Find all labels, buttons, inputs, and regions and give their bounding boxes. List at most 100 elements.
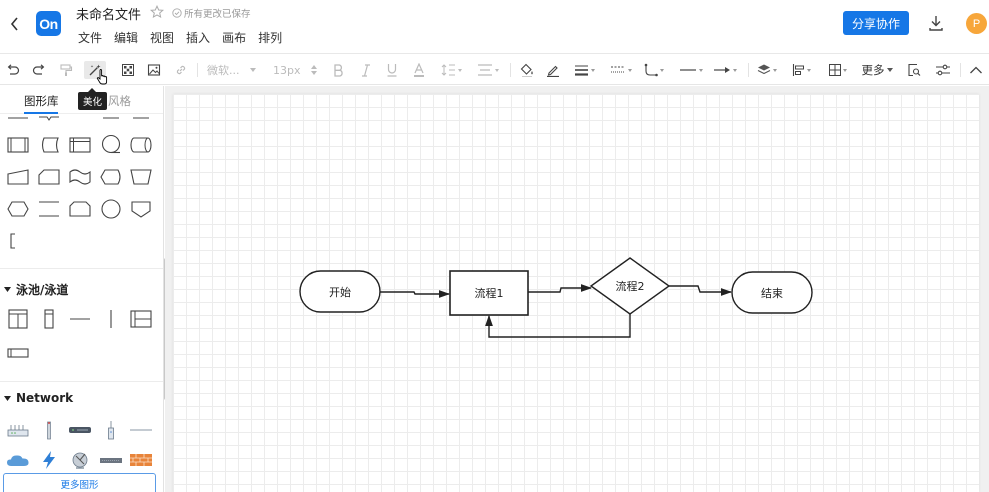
insert-image-button[interactable] (146, 61, 162, 79)
edge-p2-to-p1-loop[interactable] (485, 314, 631, 338)
menu-insert[interactable]: 插入 (186, 31, 211, 45)
shape-sequential-data[interactable] (98, 134, 124, 156)
arrange-align-button[interactable] (791, 61, 815, 79)
shape-connector[interactable] (98, 198, 124, 220)
menu-view[interactable]: 视图 (150, 31, 175, 45)
caret-down-icon (4, 287, 11, 292)
connector-type-button[interactable] (643, 61, 667, 79)
format-painter-button[interactable] (58, 61, 74, 79)
edge-p1-to-p2[interactable] (528, 284, 593, 293)
network-item[interactable] (128, 419, 154, 441)
menu-edit[interactable]: 编辑 (114, 31, 139, 45)
shape-item[interactable] (128, 114, 154, 122)
shape-punched-tape[interactable] (67, 166, 93, 188)
font-family-select[interactable]: 微软... (207, 61, 263, 79)
arrow-right-icon (714, 67, 737, 73)
line-start-button[interactable] (678, 61, 706, 79)
shape-swimlane-horizontal[interactable] (5, 342, 31, 364)
redo-button[interactable] (31, 61, 47, 79)
line-end-button[interactable] (712, 61, 740, 79)
line-height-button[interactable] (440, 61, 464, 79)
shape-item[interactable] (5, 114, 31, 122)
search-replace-button[interactable] (906, 61, 922, 79)
shape-parallel[interactable] (36, 198, 62, 220)
image-icon (147, 64, 161, 76)
network-item[interactable] (5, 449, 31, 471)
paint-bucket-icon (520, 63, 533, 77)
download-icon[interactable] (926, 13, 946, 33)
shape-swimlane-vertical[interactable] (36, 308, 62, 330)
align-button[interactable] (476, 61, 502, 79)
network-item[interactable] (36, 449, 62, 471)
underline-button[interactable] (385, 61, 399, 79)
fill-color-button[interactable] (520, 61, 534, 79)
network-item[interactable] (36, 419, 62, 441)
canvas-area[interactable]: 开始 流程1 流程2 结束 (165, 86, 989, 492)
shape-manual-input[interactable] (5, 166, 31, 188)
network-item[interactable] (98, 449, 124, 471)
layer-button[interactable] (756, 61, 780, 79)
line-style-button[interactable] (609, 61, 635, 79)
share-button[interactable]: 分享协作 (843, 11, 909, 35)
node-label: 结束 (761, 287, 783, 300)
avatar[interactable]: P (966, 13, 987, 34)
shape-predefined-process[interactable] (5, 134, 31, 156)
network-item[interactable] (5, 419, 31, 441)
section-header-network[interactable]: Network (4, 391, 73, 405)
font-color-button[interactable] (412, 61, 426, 79)
back-button[interactable] (6, 12, 24, 36)
network-item[interactable] (67, 449, 93, 471)
font-size-select[interactable]: 13px (273, 61, 319, 79)
align-left-icon (792, 64, 811, 76)
undo-button[interactable] (5, 61, 21, 79)
shape-annotation[interactable] (2, 230, 22, 252)
italic-button[interactable] (359, 61, 373, 79)
shape-pool-vertical[interactable] (5, 308, 31, 330)
collapse-toolbar-button[interactable] (968, 61, 984, 79)
bold-button[interactable] (331, 61, 345, 79)
node-start[interactable]: 开始 (299, 270, 381, 313)
network-item[interactable] (128, 449, 154, 471)
shape-card[interactable] (36, 166, 62, 188)
grid-pattern-button[interactable] (120, 61, 136, 79)
line-width-button[interactable] (573, 61, 597, 79)
distribute-button[interactable] (827, 61, 851, 79)
line-color-button[interactable] (546, 61, 560, 79)
section-title: Network (16, 391, 74, 405)
redo-icon (32, 64, 45, 75)
more-button[interactable]: 更多 (860, 61, 894, 79)
shape-manual-operation[interactable] (128, 166, 154, 188)
tab-style[interactable]: 风格 (108, 94, 131, 108)
shape-loop-limit[interactable] (67, 198, 93, 220)
shape-display[interactable] (98, 166, 124, 188)
network-item[interactable] (67, 419, 93, 441)
bracket-icon (10, 233, 15, 249)
doc-title[interactable]: 未命名文件 (76, 8, 142, 23)
shape-preparation[interactable] (5, 198, 31, 220)
shape-item[interactable] (98, 114, 124, 122)
node-end[interactable]: 结束 (731, 271, 813, 314)
shape-stored-data[interactable] (36, 134, 62, 156)
network-item[interactable] (98, 419, 124, 441)
menu-file[interactable]: 文件 (78, 31, 103, 45)
shape-item[interactable] (36, 114, 62, 122)
section-header-pool-swimlane[interactable]: 泳池/泳道 (4, 281, 68, 298)
menu-canvas[interactable]: 画布 (222, 31, 247, 45)
shape-pool-horizontal[interactable] (128, 308, 154, 330)
node-process-1[interactable]: 流程1 (449, 270, 529, 316)
shape-internal-storage[interactable] (67, 134, 93, 156)
shape-separator-horizontal[interactable] (67, 308, 93, 330)
menu-arrange[interactable]: 排列 (258, 31, 283, 45)
paint-brush-icon (60, 64, 73, 76)
node-decision[interactable]: 流程2 (589, 257, 671, 315)
shape-separator-vertical[interactable] (98, 308, 124, 330)
edge-p2-to-end[interactable] (669, 285, 733, 296)
settings-sliders-button[interactable] (934, 61, 952, 79)
shape-direct-data[interactable] (128, 134, 154, 156)
edge-start-to-p1[interactable] (380, 290, 451, 298)
more-shapes-button[interactable]: 更多图形 (3, 473, 156, 492)
shape-off-page[interactable] (128, 198, 154, 220)
link-button[interactable] (173, 61, 189, 79)
tab-shape-library[interactable]: 图形库 (24, 94, 59, 108)
star-icon[interactable] (150, 5, 164, 19)
